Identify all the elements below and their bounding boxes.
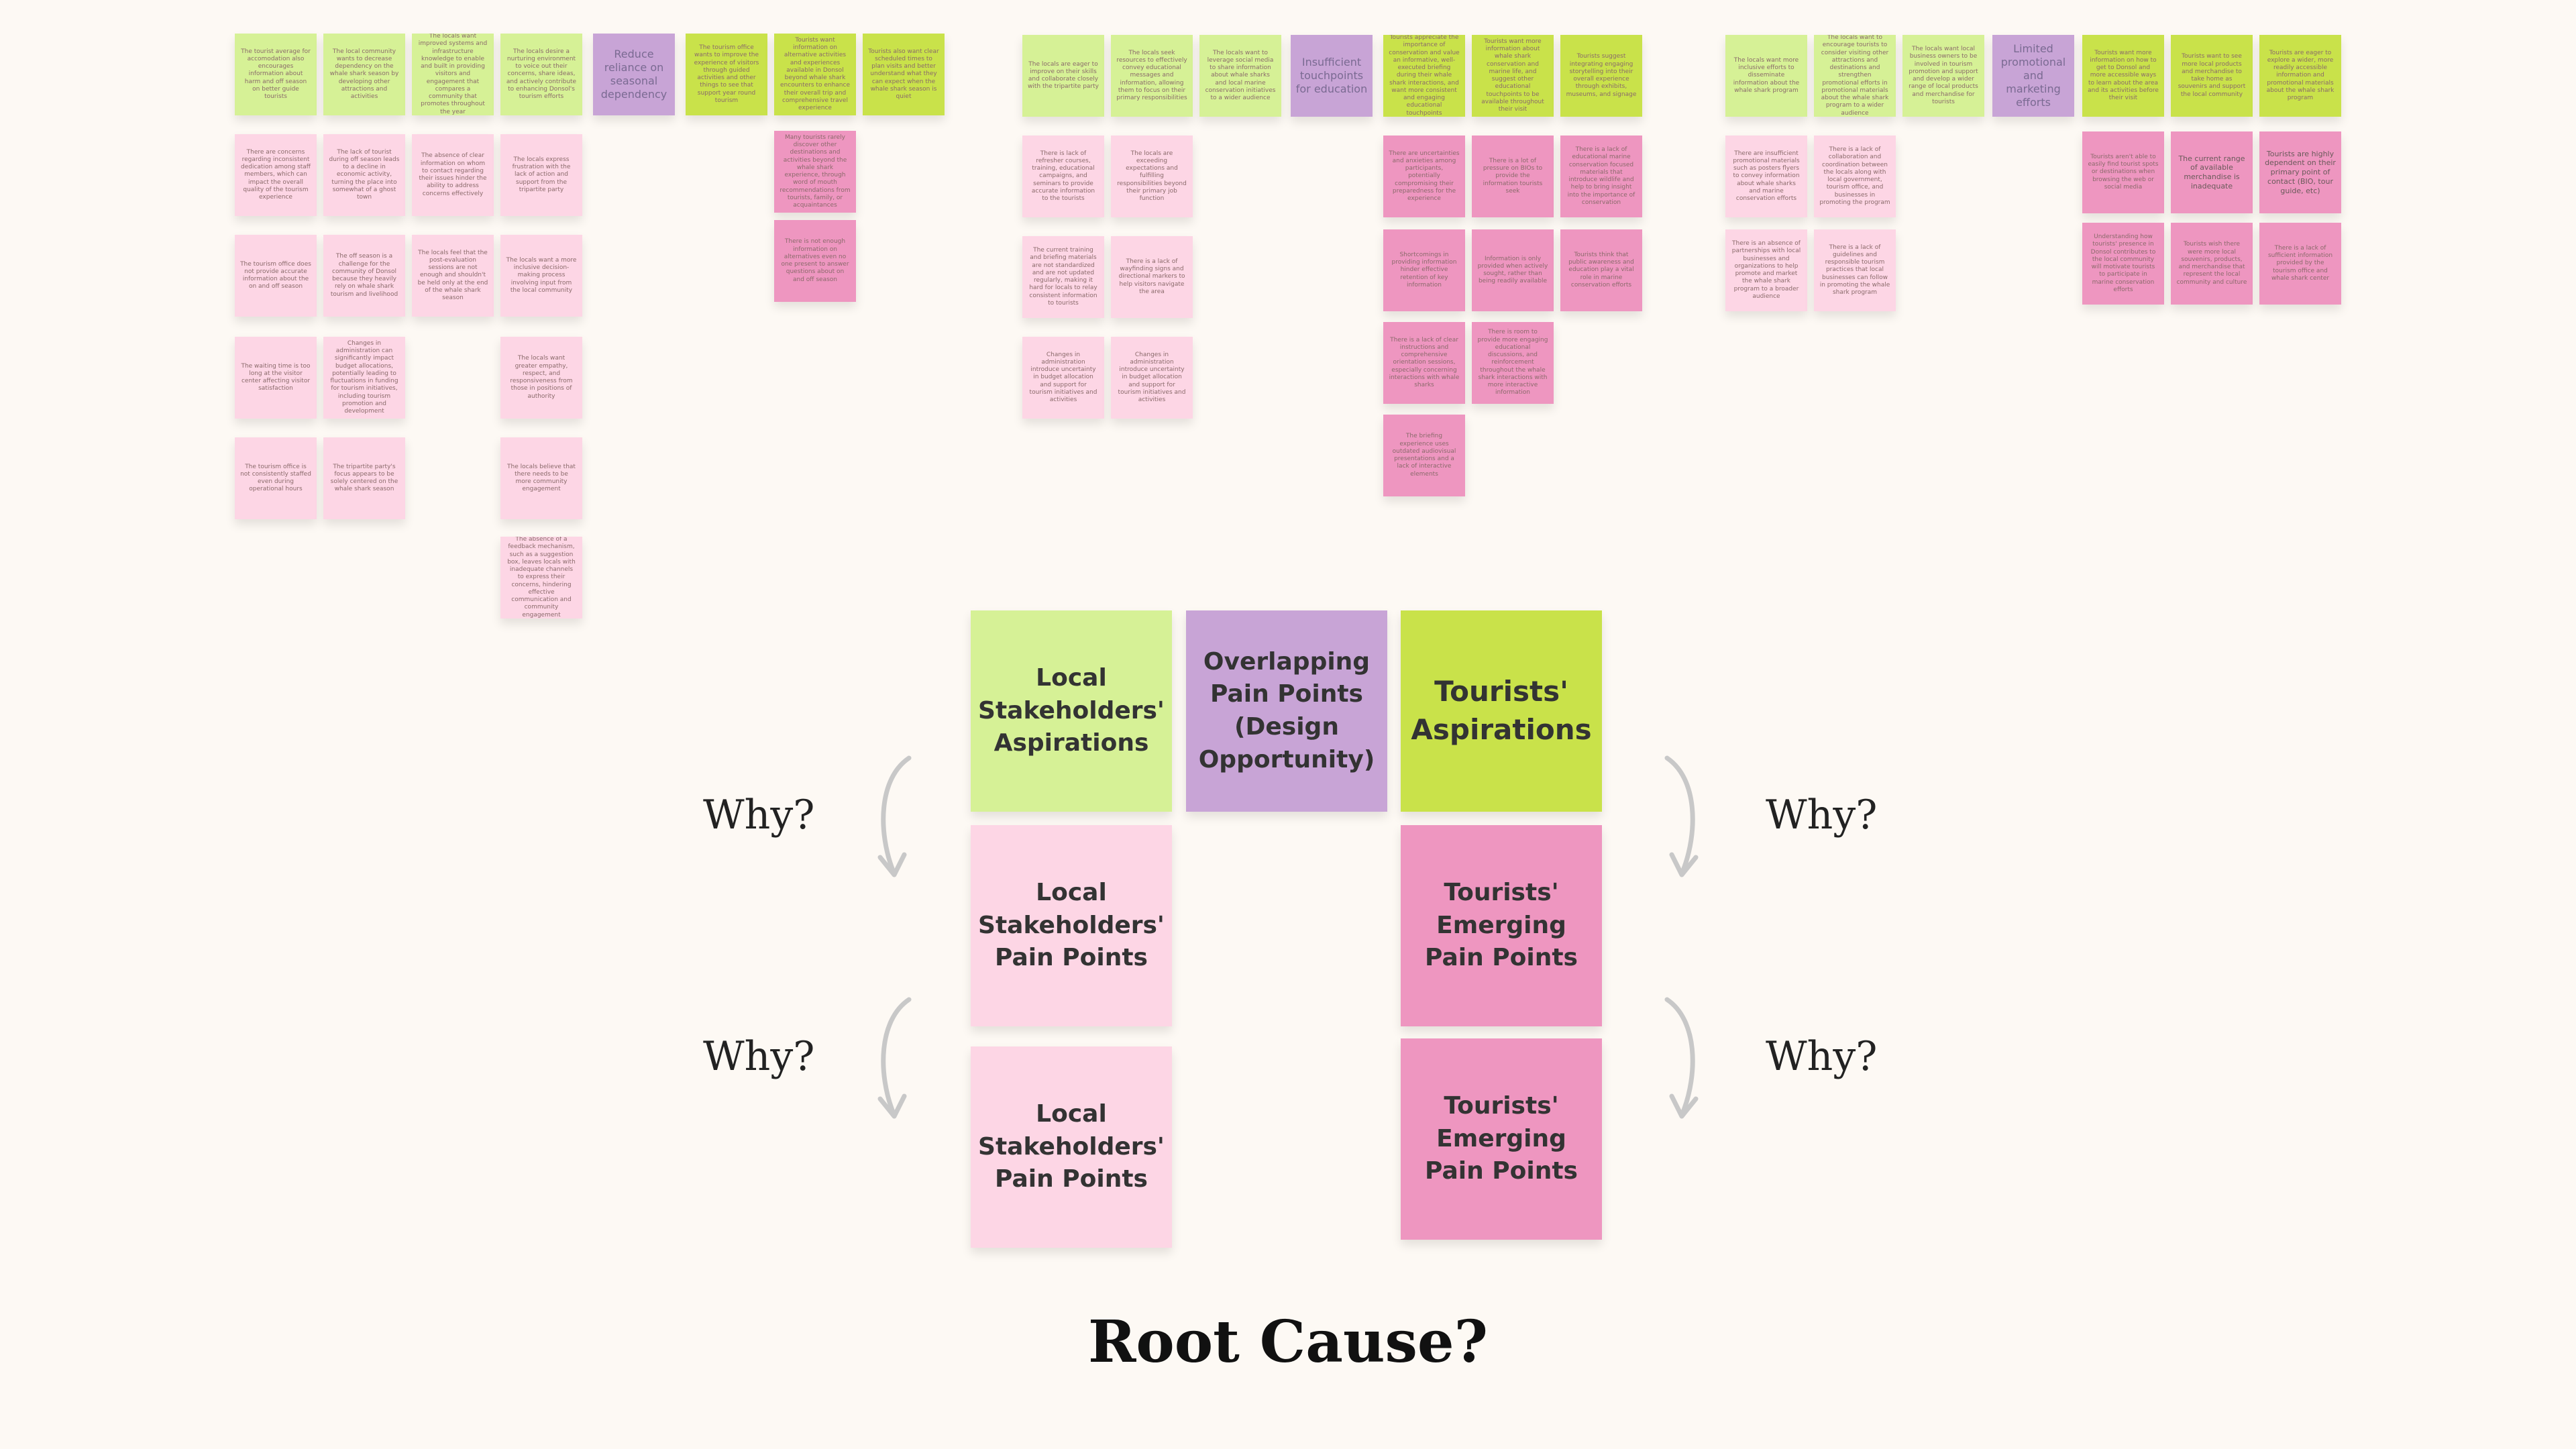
sticky-note: Many tourists rarely discover other dest… <box>774 131 856 213</box>
sticky-note: Tourists are eager to explore a wider, m… <box>2259 35 2341 117</box>
sticky-note: The local community wants to decrease de… <box>323 34 405 115</box>
sticky-note: There are uncertainties and anxieties am… <box>1383 136 1465 217</box>
sticky-note: Changes in administration introduce unce… <box>1111 337 1193 419</box>
sticky-note: The current range of available merchandi… <box>2171 131 2253 213</box>
sticky-note: The locals are exceeding expectations an… <box>1111 136 1193 217</box>
sticky-note: The locals want local business owners to… <box>1902 35 1984 117</box>
sticky-note: Tourists want more information on how to… <box>2082 35 2164 117</box>
sticky-note: Tourists want information on alternative… <box>774 34 856 115</box>
why-label: Why? <box>703 792 815 839</box>
sticky-note: The locals seek resources to effectively… <box>1111 35 1193 117</box>
sticky-note-category: Limited promotional and marketing effort… <box>1992 35 2074 117</box>
sticky-note: The tourism office does not provide accu… <box>235 235 317 317</box>
sticky-note: Tourists also want clear scheduled times… <box>863 34 945 115</box>
local-pain-points-note: Local Stakeholders' Pain Points <box>971 1046 1172 1248</box>
sticky-note: Changes in administration introduce unce… <box>1022 337 1104 419</box>
sticky-note: There are insufficient promotional mater… <box>1725 136 1807 217</box>
sticky-note: There is a lack of guidelines and respon… <box>1814 229 1896 311</box>
curved-arrow-down-icon <box>1664 997 1699 1119</box>
sticky-note: Tourists think that public awareness and… <box>1560 229 1642 311</box>
sticky-note: Shortcomings in providing information hi… <box>1383 229 1465 311</box>
sticky-note-category: Insufficient touchpoints for education <box>1291 35 1373 117</box>
sticky-note: The tourism office wants to improve the … <box>686 34 767 115</box>
curved-arrow-down-icon <box>877 755 912 877</box>
sticky-note: There is a lack of clear instructions an… <box>1383 322 1465 404</box>
sticky-note: There is a lack of collaboration and coo… <box>1814 136 1896 217</box>
sticky-note: Tourists want to see more local products… <box>2171 35 2253 117</box>
why-label: Why? <box>1766 1033 1878 1080</box>
sticky-note: The absence of a feedback mechanism, suc… <box>500 537 582 619</box>
root-cause-title: Root Cause? <box>1087 1308 1489 1376</box>
sticky-note: There is room to provide more engaging e… <box>1472 322 1554 404</box>
curved-arrow-down-icon <box>877 997 912 1119</box>
sticky-note: The locals believe that there needs to b… <box>500 437 582 519</box>
sticky-note: The tourism office is not consistently s… <box>235 437 317 519</box>
tourist-pain-points-note: Tourists' Emerging Pain Points <box>1401 825 1602 1026</box>
overlapping-pain-points-note: Overlapping Pain Points (Design Opportun… <box>1186 610 1387 812</box>
sticky-note-category: Reduce reliance on seasonal dependency <box>593 34 675 115</box>
sticky-note: The locals want a more inclusive decisio… <box>500 235 582 317</box>
sticky-note: There is a lack of wayfinding signs and … <box>1111 236 1193 318</box>
sticky-note: The locals want greater empathy, respect… <box>500 337 582 419</box>
sticky-note: There is an absence of partnerships with… <box>1725 229 1807 311</box>
sticky-note: The locals want to leverage social media… <box>1199 35 1281 117</box>
sticky-note: The locals want more inclusive efforts t… <box>1725 35 1807 117</box>
sticky-note: The current training and briefing materi… <box>1022 236 1104 318</box>
why-label: Why? <box>1766 792 1878 839</box>
sticky-note: There is lack of refresher courses, trai… <box>1022 136 1104 217</box>
sticky-note: The lack of tourist during off season le… <box>323 134 405 216</box>
sticky-note: The locals desire a nurturing environmen… <box>500 34 582 115</box>
tourist-pain-points-note: Tourists' Emerging Pain Points <box>1401 1038 1602 1240</box>
why-label: Why? <box>703 1033 815 1080</box>
sticky-note: There is a lack of educational marine co… <box>1560 136 1642 217</box>
sticky-note: The waiting time is too long at the visi… <box>235 337 317 419</box>
sticky-note: The locals feel that the post-evaluation… <box>412 235 494 317</box>
sticky-note: The briefing experience uses outdated au… <box>1383 415 1465 496</box>
sticky-note: The locals express frustration with the … <box>500 134 582 216</box>
sticky-note: The off season is a challenge for the co… <box>323 235 405 317</box>
sticky-note: Tourists aren't able to easily find tour… <box>2082 131 2164 213</box>
sticky-note: The absence of clear information on whom… <box>412 134 494 216</box>
sticky-note: The locals are eager to improve on their… <box>1022 35 1104 117</box>
sticky-note: The tripartite party's focus appears to … <box>323 437 405 519</box>
curved-arrow-down-icon <box>1664 755 1699 877</box>
sticky-note: There is a lack of sufficient informatio… <box>2259 223 2341 305</box>
sticky-note: Understanding how tourists' presence in … <box>2082 223 2164 305</box>
sticky-note: The locals want improved systems and inf… <box>412 34 494 115</box>
sticky-note: The locals want to encourage tourists to… <box>1814 35 1896 117</box>
sticky-note: Tourists are highly dependent on their p… <box>2259 131 2341 213</box>
local-pain-points-note: Local Stakeholders' Pain Points <box>971 825 1172 1026</box>
tourist-aspirations-note: Tourists' Aspirations <box>1401 610 1602 812</box>
sticky-note: There are concerns regarding inconsisten… <box>235 134 317 216</box>
sticky-note: Tourists suggest integrating engaging st… <box>1560 35 1642 117</box>
sticky-note: The tourist average for accomodation als… <box>235 34 317 115</box>
local-aspirations-note: Local Stakeholders' Aspirations <box>971 610 1172 812</box>
sticky-note: Tourists want more information about wha… <box>1472 35 1554 117</box>
sticky-note: There is not enough information on alter… <box>774 220 856 302</box>
sticky-note: There is a lot of pressure on BIOs to pr… <box>1472 136 1554 217</box>
sticky-note: Changes in administration can significan… <box>323 337 405 419</box>
sticky-note: Information is only provided when active… <box>1472 229 1554 311</box>
sticky-note: Tourists appreciate the importance of co… <box>1383 35 1465 117</box>
sticky-note: Tourists wish there were more local souv… <box>2171 223 2253 305</box>
